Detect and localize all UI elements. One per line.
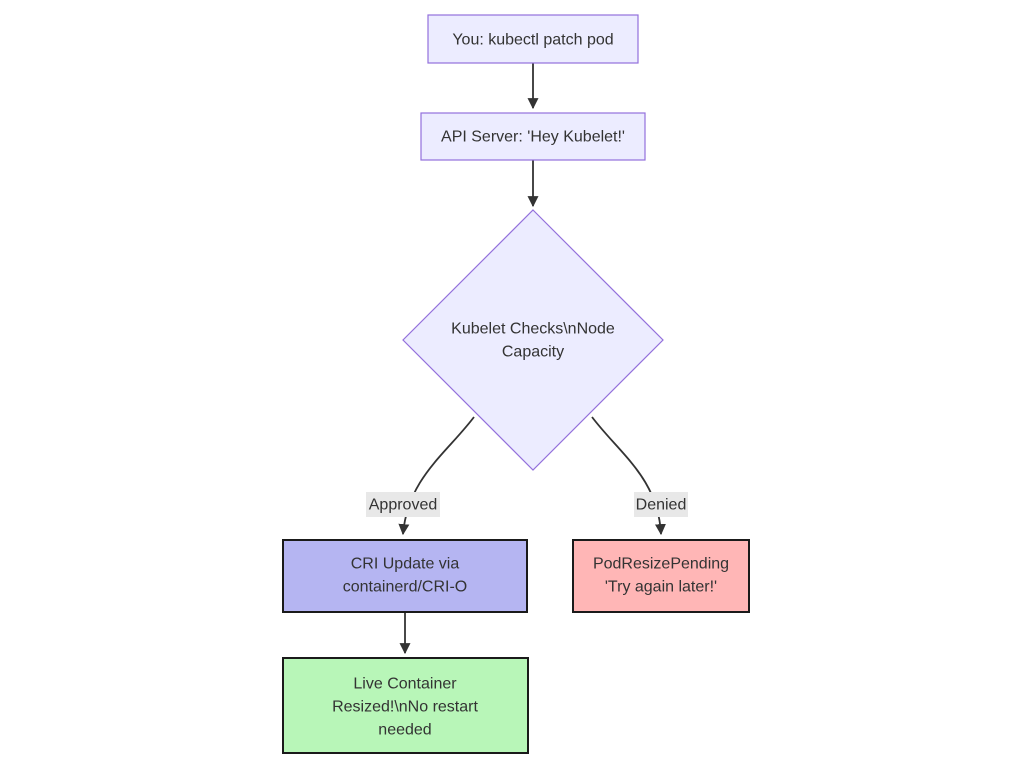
live-resize-label-line3: needed [378, 722, 431, 739]
approved-label: Approved [369, 497, 438, 514]
pod-resize-pending-label-line2: 'Try again later!' [605, 579, 717, 596]
node-you: You: kubectl patch pod [427, 14, 639, 64]
live-resize-label-line2: Resized!\nNo restart [332, 699, 478, 716]
node-you-box [427, 14, 639, 64]
node-cri-update: CRI Update via containerd/CRI-O [282, 539, 528, 613]
decision-diamond-shape [402, 209, 664, 471]
node-live-resize-box [282, 657, 529, 754]
node-api-server-box [420, 112, 646, 161]
cri-update-label-line1: CRI Update via [351, 556, 460, 573]
live-resize-label-line1: Live Container [353, 676, 457, 693]
node-you-label: You: kubectl patch pod [452, 32, 613, 49]
node-pod-resize-pending-box [572, 539, 750, 613]
node-decision-diamond: Kubelet Checks\nNode Capacity [402, 209, 664, 471]
denied-label: Denied [636, 497, 687, 514]
decision-label-line1: Kubelet Checks\nNode [451, 321, 615, 338]
edge-label-denied: Denied [634, 492, 688, 517]
node-api-server-label: API Server: 'Hey Kubelet!' [441, 129, 625, 146]
pod-resize-pending-label-line1: PodResizePending [593, 556, 729, 573]
node-api-server: API Server: 'Hey Kubelet!' [420, 112, 646, 161]
edge-label-approved: Approved [366, 492, 440, 517]
cri-update-label-line2: containerd/CRI-O [343, 579, 468, 596]
denied-label-bg [634, 492, 688, 517]
decision-label-line2: Capacity [502, 344, 564, 361]
node-pod-resize-pending: PodResizePending 'Try again later!' [572, 539, 750, 613]
node-cri-update-box [282, 539, 528, 613]
node-live-resize: Live Container Resized!\nNo restart need… [282, 657, 529, 754]
approved-label-bg [366, 492, 440, 517]
